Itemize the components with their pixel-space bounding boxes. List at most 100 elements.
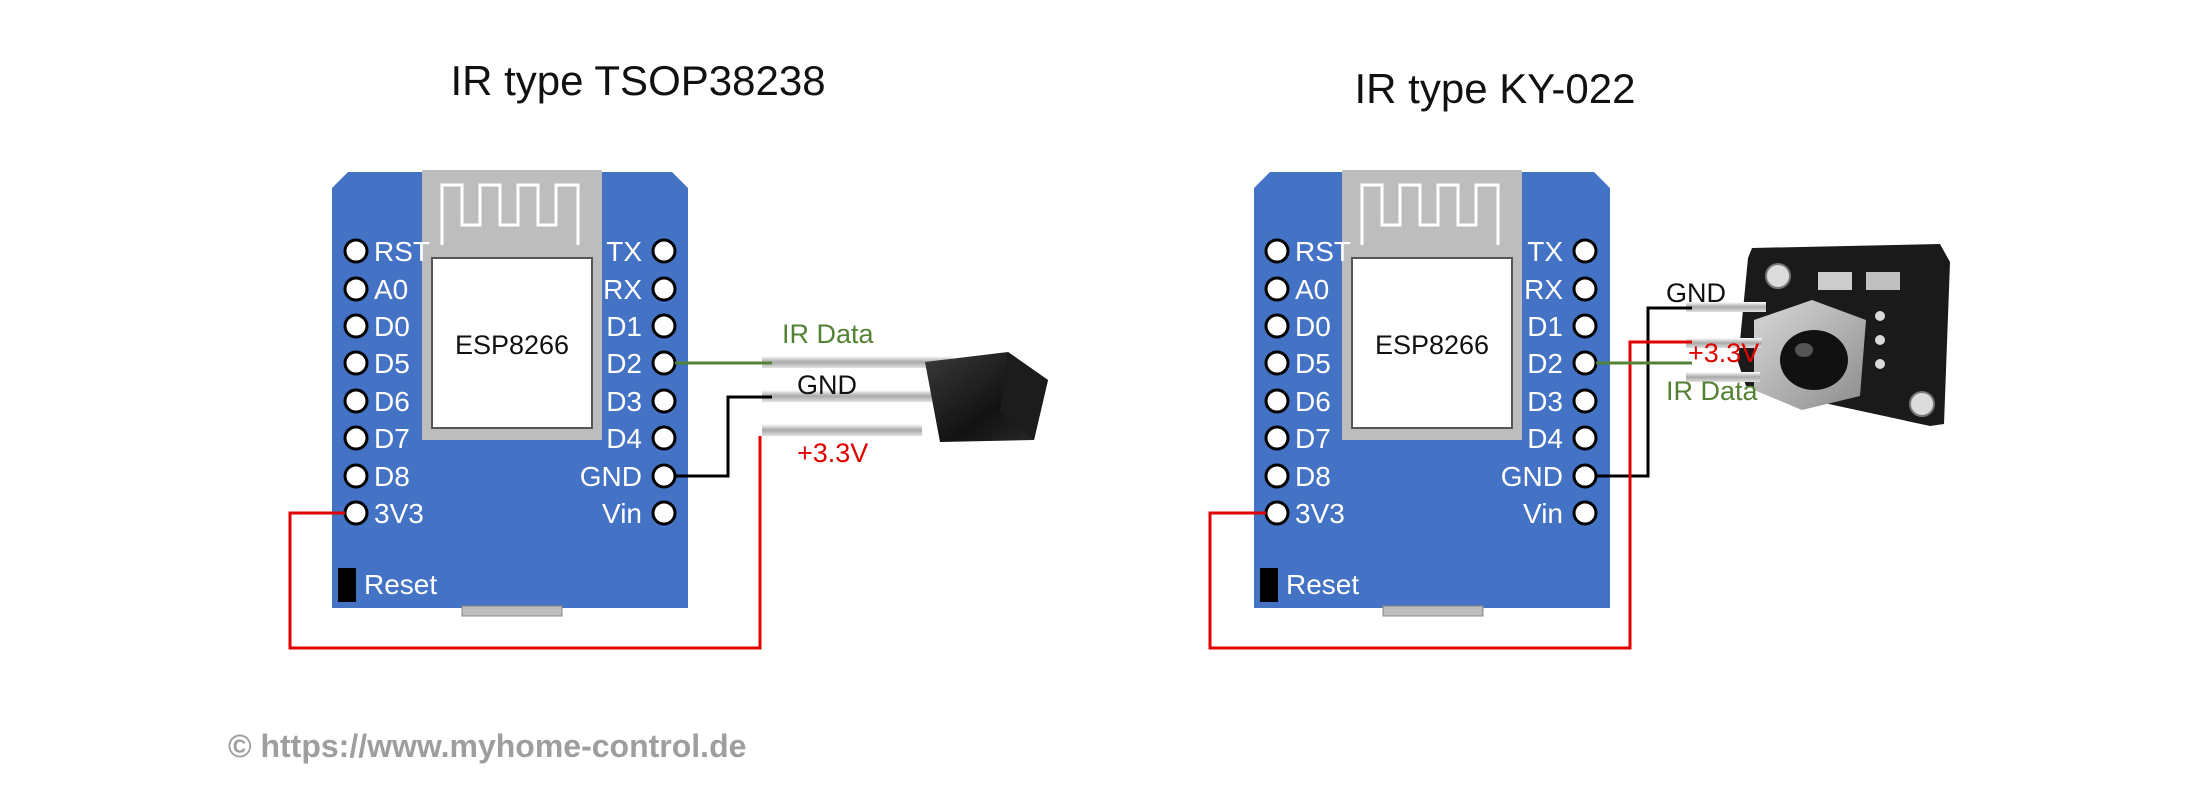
pin-gnd (1572, 463, 1598, 489)
module-led (1866, 272, 1900, 290)
right-pin-header: TX RX D1 D2 D3 D4 GND Vin (1501, 236, 1598, 529)
ir-module-icon (1686, 244, 1950, 426)
pin-label-a0: A0 (1295, 274, 1329, 305)
module-leg-data (1686, 372, 1760, 382)
pin-label-rst: RST (374, 236, 430, 267)
pin-label-rx: RX (1524, 274, 1563, 305)
pin-3v3 (343, 500, 369, 526)
pin-rx (1572, 276, 1598, 302)
pin-d8 (343, 463, 369, 489)
pin-label-d0: D0 (374, 311, 410, 342)
sensor-dome (1000, 352, 1048, 440)
wire-gnd (1596, 306, 1692, 478)
antenna-trace (440, 183, 580, 245)
pin-d7 (343, 425, 369, 451)
pin-label-d3: D3 (606, 386, 642, 417)
pin-d7 (1264, 425, 1290, 451)
pin-label-d6: D6 (1295, 386, 1331, 417)
pin-label-tx: TX (1527, 236, 1563, 267)
chip-label: ESP8266 (1375, 330, 1489, 360)
pin-label-d1: D1 (1527, 311, 1563, 342)
pin-vin (651, 500, 677, 526)
left-pin-header: RST A0 D0 D5 D6 D7 D8 3V3 (343, 236, 430, 529)
pin-label-3v3: 3V3 (374, 498, 424, 529)
pin-d6 (1264, 388, 1290, 414)
pin-d3 (651, 388, 677, 414)
left-pin-header: RST A0 D0 D5 D6 D7 D8 3V3 (1264, 236, 1351, 529)
pin-label-3v3: 3V3 (1295, 498, 1345, 529)
pin-label-d5: D5 (374, 348, 410, 379)
pin-d1 (651, 313, 677, 339)
pin-label-vin: Vin (602, 498, 642, 529)
module-leg-vcc (1686, 338, 1762, 348)
wire-vcc (1208, 340, 1692, 650)
pin-d4 (651, 425, 677, 451)
pin-label-d1: D1 (606, 311, 642, 342)
pin-label-d4: D4 (606, 423, 642, 454)
module-resistor (1818, 272, 1852, 290)
chip-module (431, 257, 593, 429)
sensor-leg-gnd (762, 390, 934, 402)
pin-a0 (1264, 276, 1290, 302)
pin-label-d4: D4 (1527, 423, 1563, 454)
diagram-title: IR type TSOP38238 (450, 57, 825, 104)
module-leg-gnd (1686, 302, 1766, 312)
pin-label-a0: A0 (374, 274, 408, 305)
pin-label-d3: D3 (1527, 386, 1563, 417)
pin-tx (1572, 238, 1598, 264)
pin-label-vin: Vin (1523, 498, 1563, 529)
pin-label-rst: RST (1295, 236, 1351, 267)
pin-d6 (343, 388, 369, 414)
pin-label-d6: D6 (374, 386, 410, 417)
module-mount-hole (1909, 391, 1935, 417)
module-sensor-lens (1780, 330, 1848, 390)
wire-label-gnd: GND (1666, 278, 1726, 308)
module-mount-hole (1765, 263, 1791, 289)
pin-label-d7: D7 (374, 423, 410, 454)
ir-receiver-icon (762, 352, 1048, 442)
pin-tx (651, 238, 677, 264)
diagram-tsop38238: IR type TSOP38238 ESP8266 Reset RST A0 D… (288, 57, 1048, 650)
pin-d0 (1264, 313, 1290, 339)
pin-label-d2: D2 (606, 348, 642, 379)
pin-d2 (651, 350, 677, 376)
pin-rst (1264, 238, 1290, 264)
pin-label-d8: D8 (374, 461, 410, 492)
wire-label-vcc: +3.3V (797, 438, 868, 468)
pin-label-rx: RX (603, 274, 642, 305)
usb-connector (461, 605, 563, 617)
pin-label-d5: D5 (1295, 348, 1331, 379)
pin-label-d0: D0 (1295, 311, 1331, 342)
diagram-ky022: IR type KY-022 ESP8266 Reset RST A0 D0 D… (1208, 65, 1950, 650)
pin-d1 (1572, 313, 1598, 339)
reset-button (338, 568, 356, 602)
reset-label: Reset (1286, 569, 1359, 600)
wire-label-ir-data: IR Data (782, 319, 875, 349)
pin-label-tx: TX (606, 236, 642, 267)
module-pad (1875, 311, 1885, 321)
wire-label-gnd: GND (797, 370, 857, 400)
pin-d0 (343, 313, 369, 339)
pin-d8 (1264, 463, 1290, 489)
pin-vin (1572, 500, 1598, 526)
right-pin-header: TX RX D1 D2 D3 D4 GND Vin (580, 236, 677, 529)
esp8266-board: ESP8266 Reset RST A0 D0 D5 D6 D7 D8 (1254, 170, 1610, 617)
wire-label-ir-data: IR Data (1666, 376, 1759, 406)
module-pad (1875, 359, 1885, 369)
pin-3v3 (1264, 500, 1290, 526)
wires-ky022 (1208, 306, 1692, 650)
pin-label-d7: D7 (1295, 423, 1331, 454)
wire-label-vcc: +3.3V (1688, 338, 1759, 368)
pin-rst (343, 238, 369, 264)
pin-label-d2: D2 (1527, 348, 1563, 379)
pin-d5 (1264, 350, 1290, 376)
pin-d3 (1572, 388, 1598, 414)
pin-gnd (651, 463, 677, 489)
pin-label-gnd: GND (580, 461, 642, 492)
reset-button (1260, 568, 1278, 602)
pin-d4 (1572, 425, 1598, 451)
usb-connector (1382, 605, 1484, 617)
chip-module (1351, 257, 1513, 429)
pin-rx (651, 276, 677, 302)
